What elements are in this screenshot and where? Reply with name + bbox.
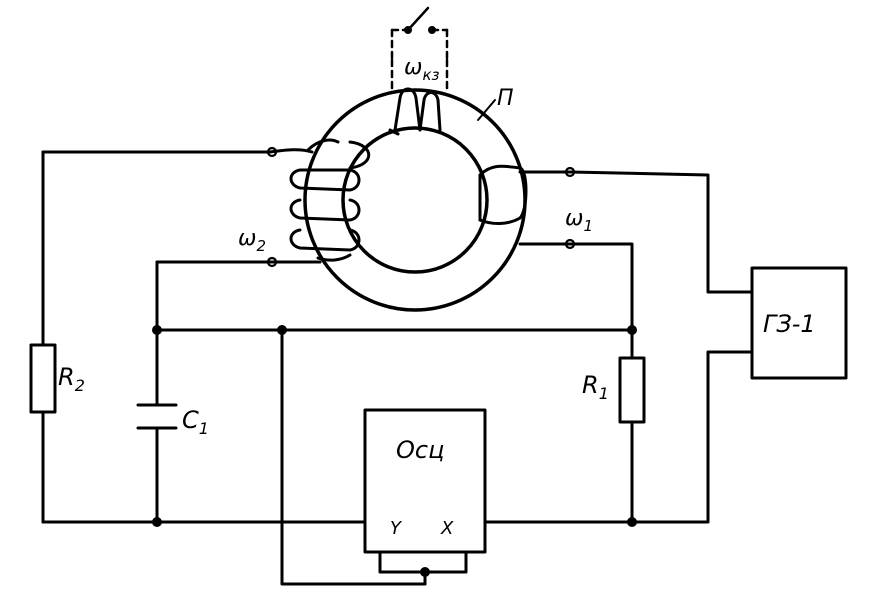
winding-w2 [289,138,371,262]
wkz-label: ωкз [404,55,439,84]
c1-label: C1 [182,406,209,438]
junctions [152,325,637,577]
r1-label: R1 [582,371,609,403]
generator-box [750,266,848,380]
osc-x-label: X [440,518,454,539]
toroid-core [303,88,527,312]
generator-label: ГЗ-1 [763,310,816,338]
osc-y-label: Y [390,518,403,539]
w2-label: ω2 [238,226,266,255]
oscilloscope-box [363,408,487,554]
resistor-r2 [29,343,57,414]
w1-label: ω1 [565,206,593,235]
core-label: П [497,86,514,111]
short-circuit-winding [388,6,449,136]
resistor-r1 [618,356,646,424]
capacitor-c1 [136,403,178,430]
r2-label: R2 [58,363,85,395]
winding-w1 [478,164,528,225]
oscilloscope-label: Осц [396,436,444,464]
